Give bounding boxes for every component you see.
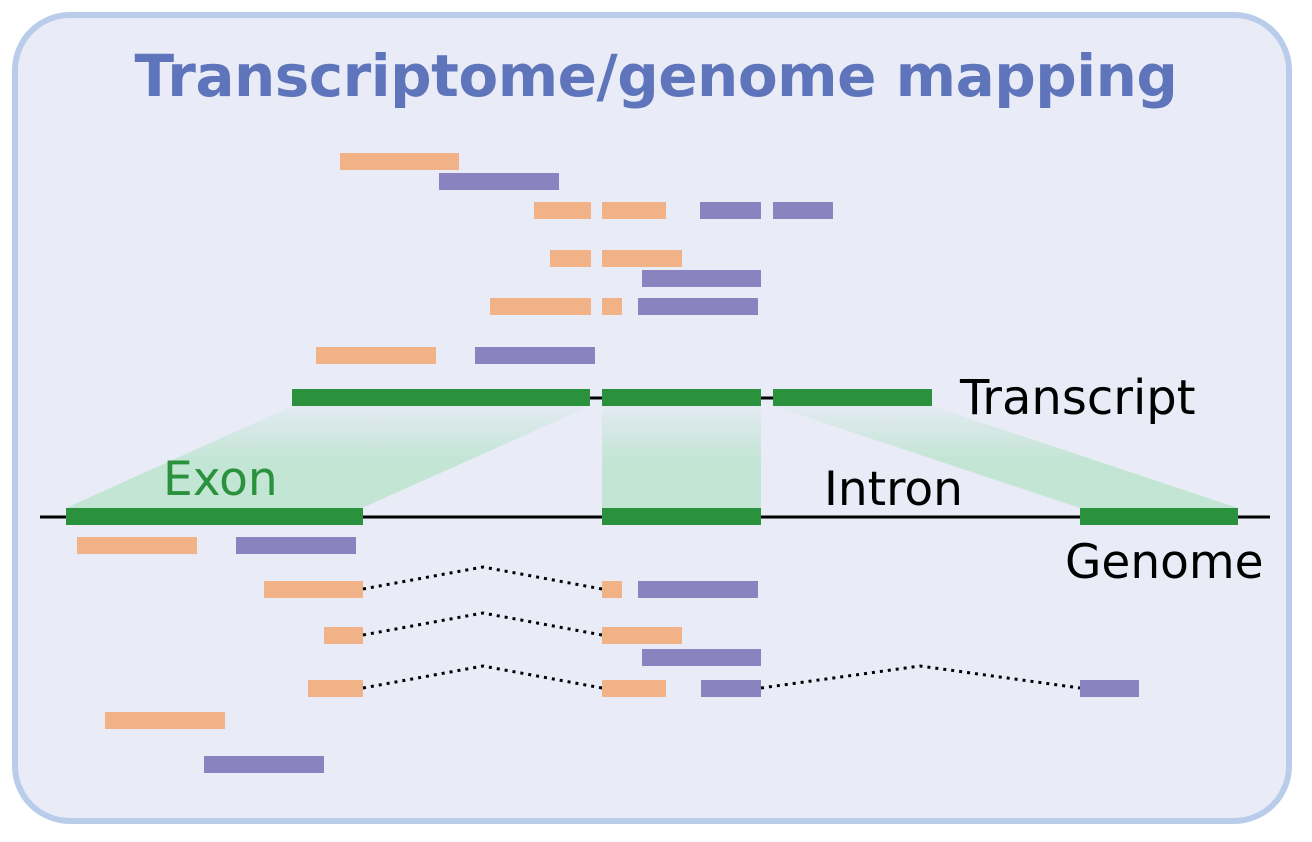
- intron-label: Intron: [824, 462, 963, 517]
- transcript-label: Transcript: [959, 370, 1196, 426]
- read-forward: [602, 680, 666, 697]
- genome-exon-1: [66, 508, 363, 525]
- spliced-gap-line: [362, 664, 603, 690]
- read-reverse: [1080, 680, 1139, 697]
- read-forward: [324, 627, 363, 644]
- read-reverse: [204, 756, 324, 773]
- read-forward: [534, 202, 591, 219]
- exon1-projection: [66, 406, 590, 508]
- genome-exon-3: [1080, 508, 1238, 525]
- read-reverse: [439, 173, 559, 190]
- exon3-projection: [773, 406, 1238, 508]
- transcript-exon-3: [773, 389, 932, 406]
- diagram-title: Transcriptome/genome mapping: [134, 42, 1178, 110]
- exon-label: Exon: [163, 452, 278, 507]
- transcript-exon-1: [292, 389, 590, 406]
- read-reverse: [773, 202, 833, 219]
- read-forward: [316, 347, 436, 364]
- spliced-gap-line: [362, 611, 603, 637]
- read-forward: [308, 680, 363, 697]
- read-reverse: [701, 680, 761, 697]
- read-forward: [264, 581, 363, 598]
- spliced-gap-line: [760, 664, 1081, 690]
- read-reverse: [236, 537, 356, 554]
- genome-label: Genome: [1065, 535, 1264, 590]
- exon2-projection: [602, 406, 761, 508]
- read-forward: [602, 581, 622, 598]
- transcript-reads: [316, 153, 833, 364]
- read-forward: [105, 712, 225, 729]
- read-reverse: [642, 649, 761, 666]
- read-forward: [77, 537, 197, 554]
- read-reverse: [475, 347, 595, 364]
- read-reverse: [638, 298, 758, 315]
- read-forward: [602, 250, 682, 267]
- transcript-exon-2: [602, 389, 761, 406]
- read-forward: [602, 202, 666, 219]
- genome-reads: [77, 537, 1139, 773]
- read-reverse: [642, 270, 761, 287]
- spliced-gap-line: [362, 565, 603, 591]
- read-reverse: [638, 581, 758, 598]
- read-forward: [602, 298, 622, 315]
- read-forward: [490, 298, 591, 315]
- read-forward: [550, 250, 591, 267]
- read-forward: [602, 627, 682, 644]
- read-reverse: [700, 202, 761, 219]
- read-forward: [340, 153, 459, 170]
- genome-exon-2: [602, 508, 761, 525]
